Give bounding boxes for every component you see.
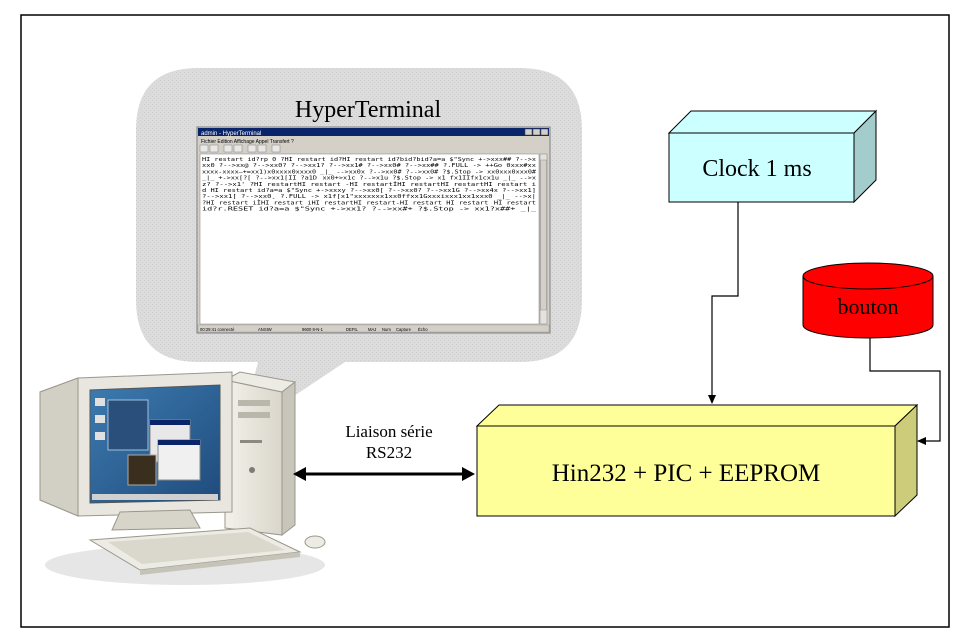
rs232-label-line2: RS232 — [366, 443, 412, 462]
toolbar-receive-icon[interactable] — [257, 144, 267, 153]
terminal-line: xxxx-xxxx—+=xx1)x0xxxx0xxxx0 _|_ -->xx0x… — [202, 169, 537, 175]
clock-box-label: Clock 1 ms — [702, 156, 811, 182]
terminal-lines: HI restart id?rp 0 ?HI restart id?HI res… — [202, 157, 538, 213]
toolbar-send-icon[interactable] — [247, 144, 257, 153]
window-title: admin - HyperTerminal — [201, 131, 261, 137]
status-field: 9600 8-N-1 — [302, 327, 324, 332]
terminal-line: ?HI restart iÌHI restart iHI restartHI r… — [202, 199, 536, 206]
main-box-top — [475, 404, 919, 427]
terminal-line: HI restart id?rp 0 ?HI restart id?HI res… — [202, 157, 536, 163]
terminal-line: ?-->xx1[ ?-->xx0¸ ?.FULL -> x1f[x1"xxxxx… — [202, 194, 536, 200]
connectors: Liaison série RS232 — [293, 202, 941, 481]
window-menu[interactable]: Fichier Edition Affichage Appel Transfer… — [201, 139, 294, 145]
clock-box-top — [667, 110, 878, 134]
status-fields: 00:29:41 connecté ANSIW 9600 8-N-1 DEFIL MAJ… — [200, 327, 428, 332]
hyperterminal-window: admin - HyperTerminal Fichier Edition Af… — [196, 126, 551, 334]
status-field: MAJ — [368, 327, 376, 332]
close-button[interactable] — [540, 128, 549, 136]
button-to-main-arrow — [869, 338, 941, 445]
toolbar-properties-icon[interactable] — [271, 144, 281, 153]
rs232-label-line1: Liaison série — [345, 422, 432, 441]
rs232-arrowhead-left — [293, 467, 306, 481]
main-box: Hin232 + PIC + EEPROM — [475, 403, 919, 518]
button-cylinder: bouton — [802, 262, 934, 339]
status-field: ANSIW — [258, 327, 272, 332]
terminal-line: _|_ +->xx[?[ ?-->xx1[II ?a1Dxx0+>x1c ?-… — [202, 176, 536, 182]
hyperterminal-callout: HyperTerminal admin - HyperTerminal Fich… — [136, 68, 582, 432]
terminal-line: d HI restart id?a=a $"Sync +->xxxy ?-->x… — [202, 188, 536, 194]
minimize-button[interactable] — [524, 128, 533, 136]
terminal-area[interactable] — [199, 153, 540, 325]
status-field: Écho — [418, 327, 428, 332]
rs232-arrowhead-right — [462, 467, 475, 481]
button-cylinder-body — [802, 276, 934, 339]
toolbar-connect-icon[interactable] — [223, 144, 233, 153]
status-field: Num — [382, 327, 391, 332]
terminal-line: xx0 ?-->xx@ ?-->xx0? ?-->xx1? ?-->xx1# ?… — [202, 163, 536, 169]
toolbar-disconnect-icon[interactable] — [233, 144, 243, 153]
maximize-button[interactable] — [532, 128, 541, 136]
toolbar-open-icon[interactable] — [209, 144, 219, 153]
button-cylinder-label: bouton — [837, 294, 898, 319]
callout-title: HyperTerminal — [295, 97, 442, 123]
status-field: DEFIL — [346, 327, 359, 332]
scrollbar-thumb[interactable] — [540, 159, 547, 311]
computer-icon — [39, 371, 326, 585]
main-box-front — [476, 425, 896, 517]
toolbar-new-icon[interactable] — [199, 144, 209, 153]
window-toolbar — [199, 144, 281, 153]
terminal-line: id?r.RESET id?a=a $"Sync +->xx1? ?-->xx#… — [202, 207, 538, 213]
clock-box: Clock 1 ms — [667, 109, 878, 204]
terminal-line: z? ?-->x1' ?HI restartHI restart -HI res… — [202, 180, 536, 188]
status-bar — [197, 324, 550, 333]
main-box-label: Hin232 + PIC + EEPROM — [552, 460, 821, 487]
window-titlebar — [198, 128, 549, 136]
button-cylinder-top — [802, 262, 934, 290]
clock-to-main-arrow — [708, 202, 739, 404]
status-field: 00:29:41 connecté — [200, 327, 235, 332]
status-field: Capture — [396, 327, 412, 332]
clock-box-front — [668, 132, 855, 203]
